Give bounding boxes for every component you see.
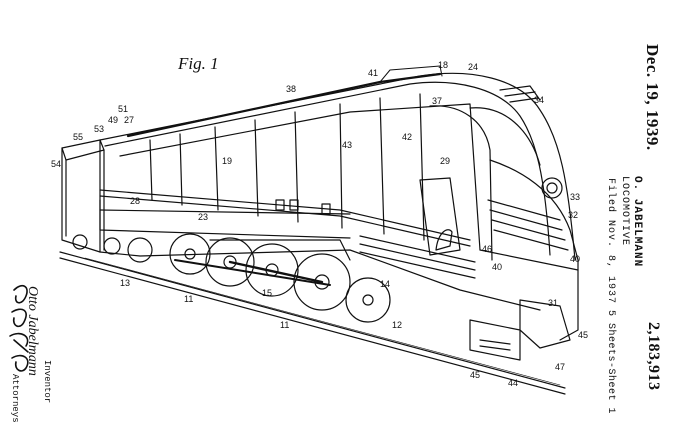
ref-33: 33 — [570, 192, 580, 202]
ref-40: 40 — [492, 262, 502, 272]
ref-34: 34 — [534, 95, 544, 105]
patent-subject: LOCOMOTIVE — [619, 176, 630, 247]
ref-14: 14 — [380, 279, 390, 289]
ref-54: 54 — [51, 159, 61, 169]
ref-31: 31 — [548, 298, 558, 308]
ref-32: 32 — [568, 210, 578, 220]
ref-23: 23 — [198, 212, 208, 222]
ref-15: 15 — [262, 288, 272, 298]
ref-44: 44 — [508, 378, 518, 388]
ref-45b: 45 — [470, 370, 480, 380]
locomotive-roof — [99, 65, 576, 261]
ref-55: 55 — [73, 132, 83, 142]
reference-numerals: 41 18 24 34 38 37 51 49 27 53 55 54 43 4… — [51, 60, 588, 388]
ref-45a: 45 — [578, 330, 588, 340]
ref-38: 38 — [286, 84, 296, 94]
ref-19: 19 — [222, 156, 232, 166]
ref-29: 29 — [440, 156, 450, 166]
inventor-header: O. JABELMANN — [631, 176, 643, 268]
ref-53: 53 — [94, 124, 104, 134]
ref-51: 51 — [118, 104, 128, 114]
drive-wheels — [72, 233, 391, 323]
ref-13: 13 — [120, 278, 130, 288]
ref-24: 24 — [468, 62, 478, 72]
rail-track — [59, 251, 566, 395]
ref-43: 43 — [342, 140, 352, 150]
ref-41: 41 — [368, 68, 378, 78]
sheet-count: 5 Sheets-Sheet 1 — [605, 310, 616, 415]
ref-27: 27 — [124, 115, 134, 125]
ref-28: 28 — [130, 196, 140, 206]
ref-18: 18 — [438, 60, 448, 70]
locomotive-body — [99, 93, 541, 311]
ref-11a: 11 — [184, 294, 193, 304]
locomotive-nose — [419, 85, 579, 361]
ref-46: 46 — [482, 244, 492, 254]
attorneys-role-label: Attorneys — [10, 374, 20, 423]
ref-42: 42 — [402, 132, 412, 142]
patent-number: 2,183,913 — [645, 322, 662, 391]
inventor-name: Otto Jabelmann — [25, 286, 40, 376]
figure-title: Fig. 1 — [178, 54, 219, 73]
ref-49: 49 — [108, 115, 118, 125]
ref-37: 37 — [432, 96, 442, 106]
ref-11b: 11 — [280, 320, 289, 330]
inventor-signature — [9, 284, 29, 372]
filing-date: Filed Nov. 8, 1937 — [605, 178, 616, 305]
patent-date: Dec. 19, 1939. — [643, 44, 662, 151]
ref-47: 47 — [555, 362, 565, 372]
inventor-role-label: Inventor — [42, 360, 52, 404]
ref-12: 12 — [392, 320, 402, 330]
ref-40b: 40 — [570, 254, 580, 264]
